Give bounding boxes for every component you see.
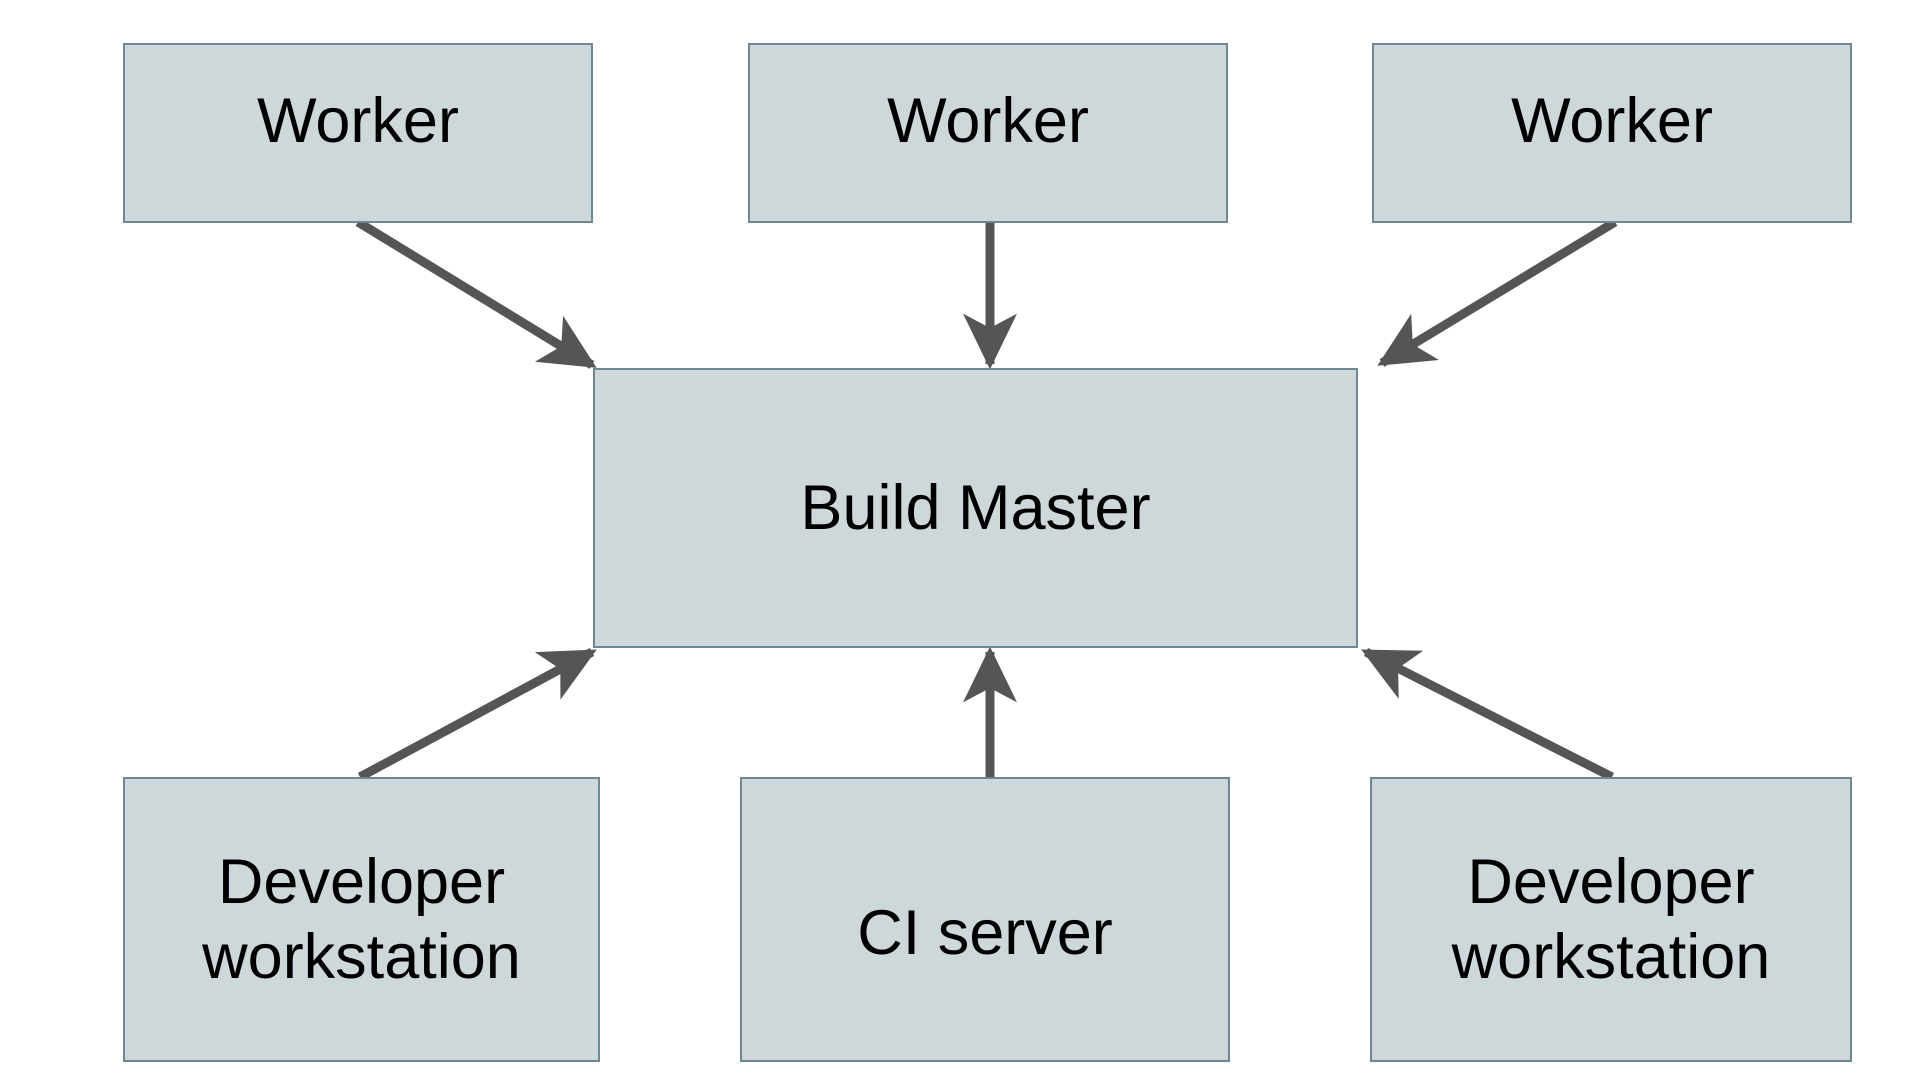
node-developer-workstation-right-label: Developer workstation <box>1451 847 1771 992</box>
node-developer-workstation-right[interactable]: Developer workstation <box>1370 777 1852 1062</box>
node-worker-3[interactable]: Worker <box>1372 43 1852 223</box>
node-worker-2[interactable]: Worker <box>748 43 1228 223</box>
node-ci-server[interactable]: CI server <box>740 777 1230 1062</box>
edge-dev-left-to-build-master <box>357 648 597 781</box>
node-worker-2-label: Worker <box>887 85 1089 156</box>
node-developer-workstation-left-label: Developer workstation <box>202 847 521 992</box>
edge-dev-right-to-build-master <box>1361 647 1615 782</box>
edge-worker3-to-build-master <box>1377 218 1618 367</box>
node-ci-server-label: CI server <box>857 898 1113 969</box>
node-developer-workstation-left[interactable]: Developer workstation <box>123 777 600 1062</box>
node-worker-3-label: Worker <box>1511 85 1713 156</box>
edge-worker1-to-build-master <box>355 218 597 369</box>
node-worker-1-label: Worker <box>257 85 459 156</box>
node-build-master-label: Build Master <box>800 472 1151 543</box>
node-worker-1[interactable]: Worker <box>123 43 593 223</box>
node-build-master[interactable]: Build Master <box>593 368 1358 648</box>
